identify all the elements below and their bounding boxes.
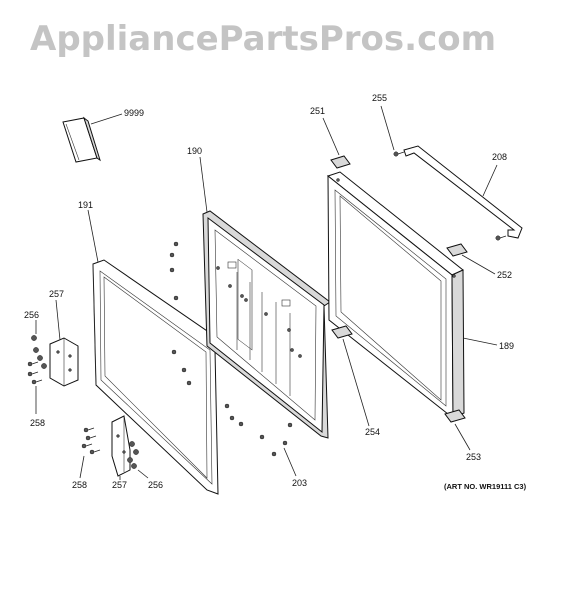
art-number: (ART NO. WR19111 C3) bbox=[444, 482, 527, 491]
part-258-screws-bottom bbox=[81, 427, 101, 455]
callout-9999: 9999 bbox=[124, 108, 144, 118]
callout-256-left: 256 bbox=[24, 310, 39, 320]
part-9999-manual bbox=[62, 116, 101, 163]
part-251-top-cap bbox=[330, 155, 351, 169]
callout-203: 203 bbox=[292, 478, 307, 488]
part-258-screws-left bbox=[27, 361, 43, 385]
callout-257-bottom: 257 bbox=[112, 480, 127, 490]
part-190-door-liner bbox=[202, 210, 331, 439]
part-255-screws bbox=[393, 151, 507, 241]
callout-251: 251 bbox=[310, 106, 325, 116]
part-254-hinge-cap bbox=[331, 325, 353, 339]
callout-254: 254 bbox=[365, 427, 380, 437]
callout-252: 252 bbox=[497, 270, 512, 280]
callout-258-bottom: 258 bbox=[72, 480, 87, 490]
callout-258-left: 258 bbox=[30, 418, 45, 428]
callout-257-left: 257 bbox=[49, 289, 64, 299]
part-257-hinge-bracket-left bbox=[49, 337, 79, 387]
callout-253: 253 bbox=[466, 452, 481, 462]
part-256-screws-bottom bbox=[127, 441, 139, 469]
callout-208: 208 bbox=[492, 152, 507, 162]
callout-190: 190 bbox=[187, 146, 202, 156]
part-253-bottom-cap bbox=[444, 409, 466, 423]
part-208-handle bbox=[403, 145, 523, 239]
callout-256-bottom: 256 bbox=[148, 480, 163, 490]
part-189-outer-door bbox=[326, 171, 465, 420]
part-191-gasket bbox=[92, 259, 227, 495]
callout-189: 189 bbox=[499, 341, 514, 351]
part-257-hinge-bracket-bottom bbox=[111, 415, 131, 477]
part-252-handle-cap bbox=[446, 243, 468, 257]
watermark-logo: AppliancePartsPros.com bbox=[30, 19, 496, 59]
callout-191: 191 bbox=[78, 200, 93, 210]
part-256-screws-left bbox=[31, 335, 47, 369]
callout-255: 255 bbox=[372, 93, 387, 103]
screws-liner-left bbox=[169, 241, 293, 457]
